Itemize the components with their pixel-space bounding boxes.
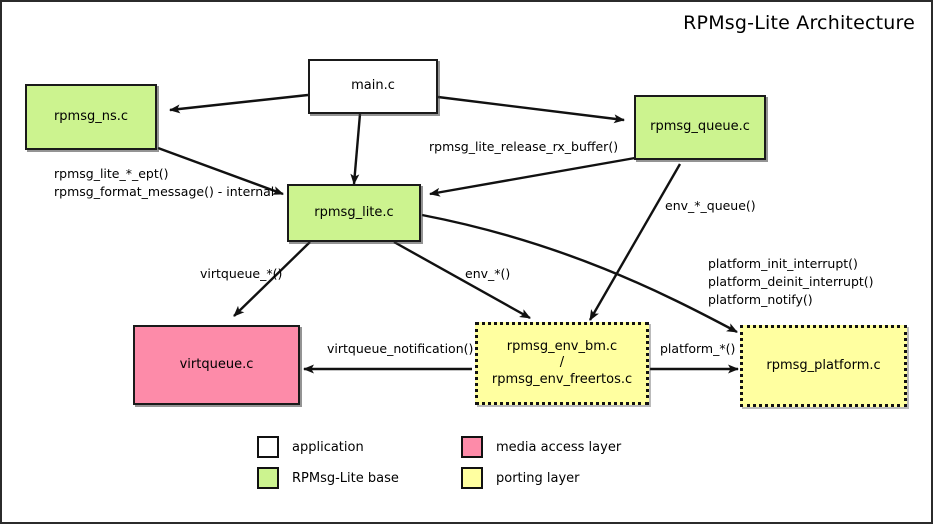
legend-label: porting layer [496, 470, 580, 486]
node-label: rpmsg_platform.c [766, 357, 881, 373]
legend-swatch-media-access-layer [461, 436, 483, 458]
legend-swatch-application [257, 436, 279, 458]
node-label: rpmsg_env_bm.c / rpmsg_env_freertos.c [491, 339, 633, 387]
node-rpmsg-platform[interactable]: rpmsg_platform.c [740, 325, 907, 407]
node-rpmsg-lite[interactable]: rpmsg_lite.c [287, 184, 421, 242]
legend-item-media-access-layer: media access layer [461, 436, 621, 458]
node-label: rpmsg_queue.c [650, 119, 750, 135]
legend-item-rpmsg-lite-base: RPMsg-Lite base [257, 467, 399, 489]
node-rpmsg-queue[interactable]: rpmsg_queue.c [634, 95, 766, 160]
node-main[interactable]: main.c [308, 59, 438, 114]
edge-label-platform-star: platform_*() [660, 341, 736, 356]
node-label: main.c [351, 78, 395, 94]
edge-label-release-rx-buffer: rpmsg_lite_release_rx_buffer() [429, 139, 619, 154]
node-rpmsg-ns[interactable]: rpmsg_ns.c [25, 84, 157, 150]
legend-label: media access layer [496, 439, 622, 455]
legend-item-application: application [257, 436, 364, 458]
legend-label: application [292, 439, 364, 455]
page-title: RPMsg-Lite Architecture [683, 12, 915, 34]
legend-swatch-rpmsg-lite-base [257, 467, 279, 489]
node-label: rpmsg_lite.c [314, 204, 394, 220]
edge-label-env-queue: env_*_queue() [665, 198, 756, 213]
legend-swatch-porting-layer [461, 467, 483, 489]
node-label: virtqueue.c [179, 356, 254, 372]
node-virtqueue[interactable]: virtqueue.c [133, 325, 300, 405]
edge-label-virtqueue-notification: virtqueue_notification() [327, 341, 474, 356]
node-label: rpmsg_ns.c [53, 108, 129, 124]
legend-label: RPMsg-Lite base [292, 470, 399, 486]
legend-item-porting-layer: porting layer [461, 467, 580, 489]
